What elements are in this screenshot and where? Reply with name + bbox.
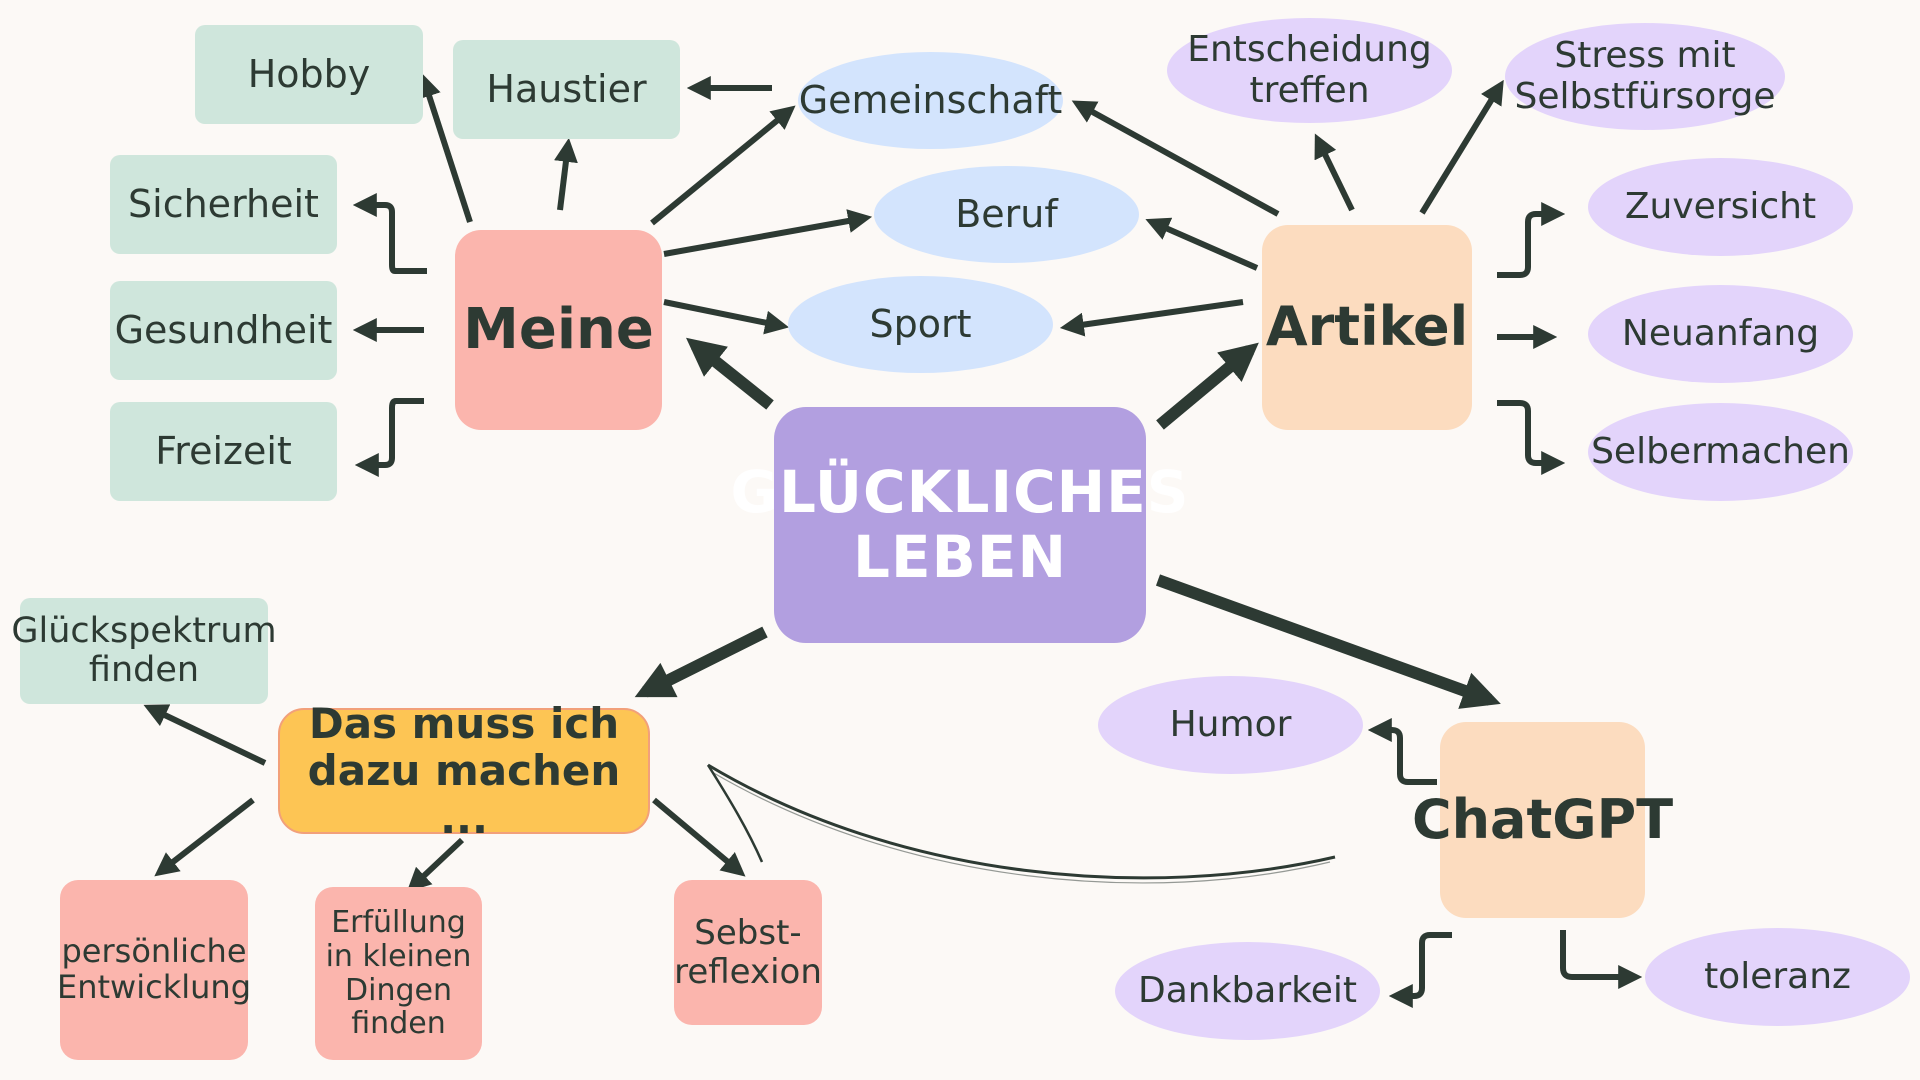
arrow-artikel-to-selbermachen [1497, 400, 1566, 475]
arrow-tasks-to-reflexion [652, 797, 746, 877]
arrow-chatgpt-to-toleranz [1560, 930, 1643, 989]
node-gesundheit-label: Gesundheit [114, 308, 333, 353]
node-dankbarkeit[interactable]: Dankbarkeit [1115, 942, 1380, 1040]
node-glueckspektrum[interactable]: Glückspektrum finden [11, 598, 277, 704]
node-stress-label: Stress mit Selbstfürsorge [1514, 35, 1776, 117]
arrow-artikel-to-sport [1059, 299, 1244, 337]
arrow-meine-to-haustier [554, 137, 578, 211]
arrow-meine-to-freizeit [354, 398, 424, 477]
node-toleranz[interactable]: toleranz [1645, 928, 1910, 1026]
node-entwicklung[interactable]: persönliche Entwicklung [57, 880, 251, 1060]
artikel-hub[interactable]: Artikel [1262, 225, 1472, 430]
arrow-tasks-to-erfuellung [406, 837, 465, 892]
chatgpt-title: ChatGPT [1411, 787, 1674, 851]
node-stress[interactable]: Stress mit Selbstfürsorge [1505, 23, 1785, 130]
node-sport-label: Sport [869, 302, 972, 347]
arrow-center-to-meine [686, 337, 774, 410]
arrow-meine-to-sport [663, 299, 790, 335]
node-entscheidung-label: Entscheidung treffen [1187, 29, 1432, 111]
node-freizeit[interactable]: Freizeit [110, 402, 337, 501]
arrow-center-to-artikel [1156, 342, 1259, 430]
node-reflexion[interactable]: Sebst- reflexion [674, 880, 822, 1025]
center-node[interactable]: GLÜCKLICHES LEBEN [730, 407, 1189, 643]
arrow-tasks-to-glueckspektrum [143, 704, 267, 766]
tasks-hub[interactable]: Das muss ich dazu machen ... [278, 700, 650, 842]
meine-title: Meine [463, 296, 654, 362]
feedback-curve [707, 763, 1336, 880]
node-beruf-label: Beruf [955, 192, 1058, 237]
arrow-chatgpt-to-dankbarkeit [1388, 932, 1452, 1008]
node-selbermachen-label: Selbermachen [1591, 430, 1850, 472]
node-erfuellung-label: Erfüllung in kleinen Dingen finden [325, 905, 472, 1042]
meine-hub[interactable]: Meine [455, 230, 662, 430]
tasks-title: Das muss ich dazu machen ... [307, 699, 621, 843]
arrow-chatgpt-to-humor [1367, 718, 1437, 785]
node-zuversicht[interactable]: Zuversicht [1588, 158, 1853, 256]
node-sicherheit-label: Sicherheit [128, 182, 319, 227]
arrow-artikel-to-zuversicht [1497, 202, 1566, 278]
node-gesundheit[interactable]: Gesundheit [110, 281, 337, 380]
node-glueckspektrum-label: Glückspektrum finden [11, 610, 277, 690]
arrow-meine-to-sicherheit [352, 193, 427, 274]
node-gemeinschaft[interactable]: Gemeinschaft [798, 52, 1063, 149]
node-neuanfang[interactable]: Neuanfang [1588, 285, 1853, 383]
artikel-title: Artikel [1265, 295, 1469, 359]
node-gemeinschaft-label: Gemeinschaft [798, 78, 1063, 123]
node-beruf[interactable]: Beruf [874, 166, 1139, 263]
node-zuversicht-label: Zuversicht [1624, 185, 1817, 227]
node-neuanfang-label: Neuanfang [1621, 312, 1820, 354]
node-haustier-label: Haustier [486, 67, 647, 112]
arrow-artikel-to-entscheidung [1314, 133, 1355, 212]
node-haustier[interactable]: Haustier [453, 40, 680, 139]
node-erfuellung[interactable]: Erfüllung in kleinen Dingen finden [315, 887, 482, 1060]
node-sport[interactable]: Sport [788, 276, 1053, 373]
node-reflexion-label: Sebst- reflexion [674, 913, 822, 992]
node-hobby[interactable]: Hobby [195, 25, 423, 124]
node-humor[interactable]: Humor [1098, 676, 1363, 774]
node-humor-label: Humor [1169, 703, 1292, 745]
node-sicherheit[interactable]: Sicherheit [110, 155, 337, 254]
arrow-meine-to-beruf [663, 209, 873, 257]
arrow-artikel-to-beruf [1145, 217, 1259, 271]
arrow-tasks-to-entwicklung [154, 797, 255, 877]
center-title: GLÜCKLICHES LEBEN [730, 458, 1190, 591]
node-hobby-label: Hobby [247, 52, 371, 97]
node-dankbarkeit-label: Dankbarkeit [1138, 969, 1357, 1011]
node-freizeit-label: Freizeit [155, 429, 292, 474]
arrow-artikel-to-stress [1419, 79, 1504, 215]
feedback-curve-hook [706, 764, 764, 863]
node-entscheidung[interactable]: Entscheidung treffen [1167, 18, 1452, 123]
arrow-center-to-tasks [634, 626, 768, 698]
node-selbermachen[interactable]: Selbermachen [1588, 403, 1853, 501]
chatgpt-hub[interactable]: ChatGPT [1412, 722, 1673, 918]
node-toleranz-label: toleranz [1704, 955, 1851, 997]
node-entwicklung-label: persönliche Entwicklung [57, 932, 251, 1006]
feedback-curve-shadow [711, 771, 1331, 884]
